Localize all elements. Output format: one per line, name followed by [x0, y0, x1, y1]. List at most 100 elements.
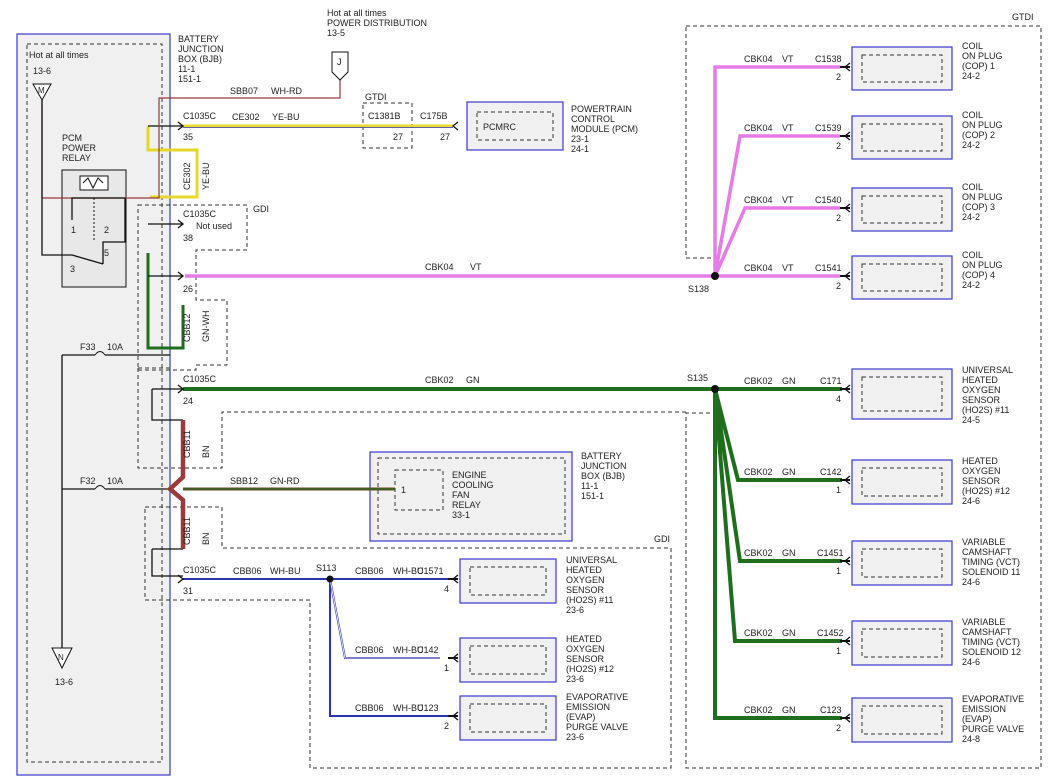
- green-comp-wire-label-2: CBK02: [744, 548, 773, 558]
- green-comp-wire-color-1: GN: [782, 467, 796, 477]
- green-comp-wire-color-4: GN: [782, 705, 796, 715]
- sbb07-label: SBB07: [230, 86, 258, 96]
- pcm-module-3: MODULE (PCM): [571, 124, 638, 134]
- c1381b-label: C1381B: [368, 111, 401, 121]
- bjb-top-1: BATTERY: [178, 34, 219, 44]
- bjb-top-2: JUNCTION: [178, 44, 224, 54]
- f33-amp: 10A: [107, 342, 123, 352]
- pcm-module-inner: [476, 111, 554, 141]
- green-comp-conn-label-0: C171: [820, 376, 842, 386]
- sbb12-color: GN-RD: [270, 476, 300, 486]
- green-comp-box-1: [851, 459, 953, 505]
- s113-label: S113: [316, 563, 336, 573]
- coil-wire-label-2: CBK04: [744, 195, 773, 205]
- connector-chevron-icon: [177, 384, 185, 394]
- green-comp-conn-label-4: C123: [820, 705, 842, 715]
- green-comp-pin-3: 1: [836, 646, 841, 656]
- c175b-label: C175B: [420, 111, 448, 121]
- gtdi-right: GTDI: [1012, 12, 1034, 22]
- green-comp-label-1-1: OXYGEN: [962, 466, 1001, 476]
- s135-label: S135: [687, 373, 708, 383]
- coil-box-2: [851, 187, 953, 232]
- f32-label: F32: [80, 476, 96, 486]
- green-comp-label-0-4: (HO2S) #11: [962, 405, 1009, 415]
- coil-label-1-1: ON PLUG: [962, 120, 1003, 130]
- connector-chevron-icon: [177, 271, 185, 281]
- green-comp-label-4-2: (EVAP): [962, 714, 991, 724]
- bjb-mid-3: BOX (BJB): [581, 471, 625, 481]
- bjb-mid-5: 151-1: [581, 491, 604, 501]
- ground-n-icon: [51, 647, 73, 670]
- coil-wire-label-0: CBK04: [744, 54, 773, 64]
- s138-splice: [711, 272, 719, 280]
- green-comp-wire-color-2: GN: [782, 548, 796, 558]
- green-comp-label-2-4: 24-6: [962, 577, 980, 587]
- white-comp-label-2-2: (EVAP): [566, 712, 595, 722]
- green-comp-box-4: [851, 697, 953, 743]
- green-comp-label-1-3: (HO2S) #12: [962, 486, 1010, 496]
- coil-wire-color-0: VT: [782, 54, 794, 64]
- green-comp-label-4-4: 24-8: [962, 734, 980, 744]
- white-comp-box-inner-0: [469, 566, 547, 596]
- bjb-mid-1: BATTERY: [581, 451, 622, 461]
- green-comp-wire-label-0: CBK02: [744, 376, 773, 386]
- green-comp-label-1-4: 24-6: [962, 496, 980, 506]
- vt-main-label: VT: [470, 262, 482, 272]
- coil-pin-1: 2: [836, 141, 841, 151]
- bjb-mid-4: 11-1: [581, 481, 598, 491]
- white-comp-wire-color-2: WH-BU: [393, 703, 424, 713]
- green-comp-pin-1: 1: [836, 485, 841, 495]
- coil-pin-3: 2: [836, 281, 841, 291]
- j-label: J: [337, 57, 342, 67]
- pin-27a: 27: [393, 132, 403, 142]
- white-comp-wire-label-2: CBB06: [355, 703, 384, 713]
- bjb-mid-frame: [369, 451, 573, 542]
- white-comp-conn-label-1: C142: [417, 645, 439, 655]
- green-comp-label-0-2: OXYGEN: [962, 385, 1001, 395]
- coil-label-2-2: (COP) 3: [962, 202, 995, 212]
- white-comp-pin-2: 2: [444, 721, 449, 731]
- s135-branches: [713, 387, 842, 720]
- white-comp-pin-0: 4: [444, 584, 449, 594]
- pin-24: 24: [183, 396, 193, 406]
- green-comp-box-inner-3: [861, 628, 943, 658]
- coil-conn-label-2: C1540: [815, 195, 842, 205]
- coil-box-0: [851, 46, 953, 91]
- white-comp-label-1-3: (HO2S) #12: [566, 664, 614, 674]
- green-comp-label-2-3: SOLENOID 11: [962, 567, 1020, 577]
- connector-chevron-icon: [177, 574, 185, 584]
- gtdi-right-frame: [685, 25, 1042, 769]
- green-comp-pin-2: 1: [836, 566, 841, 576]
- green-comp-label-2-0: VARIABLE: [962, 537, 1005, 547]
- hot-left-label: Hot at all times: [29, 50, 89, 60]
- green-comp-label-0-1: HEATED: [962, 375, 998, 385]
- vert-bn-a: BN: [201, 445, 211, 458]
- coil-label-1-0: COIL: [962, 110, 983, 120]
- green-comp-conn-label-3: C1452: [817, 628, 844, 638]
- j-connector-icon: [331, 51, 349, 81]
- connector-markers: [177, 121, 459, 584]
- pin-27b: 27: [440, 132, 450, 142]
- fuse-f33-icon: [94, 351, 106, 356]
- relay-pin-1: 1: [71, 225, 76, 235]
- coil-label-3-1: ON PLUG: [962, 260, 1003, 270]
- ground-n-label: N: [58, 653, 64, 662]
- white-comp-wire-color-0: WH-BU: [393, 566, 424, 576]
- c1035c-label-2: C1035C: [183, 209, 217, 219]
- hot-top-3: 13-5: [327, 28, 345, 38]
- ecf-relay-4: RELAY: [452, 500, 481, 510]
- c1035c-label-1: C1035C: [183, 111, 217, 121]
- white-comp-label-2-3: PURGE VALVE: [566, 722, 628, 732]
- bjb-top-3: BOX (BJB): [178, 54, 222, 64]
- green-comp-label-3-2: TIMING (VCT): [962, 637, 1020, 647]
- connector-chevron-icon: [177, 219, 185, 229]
- ecf-pin: 1: [401, 485, 406, 495]
- coil-box-3: [851, 255, 953, 300]
- relay-pin-5: 5: [104, 248, 109, 258]
- gdi-mid-frame: [137, 367, 686, 469]
- white-comp-wire-label-1: CBB06: [355, 645, 384, 655]
- white-comp-label-2-1: EMISSION: [566, 702, 610, 712]
- green-comp-label-0-5: 24-5: [962, 415, 980, 425]
- green-comp-wire-color-3: GN: [782, 628, 796, 638]
